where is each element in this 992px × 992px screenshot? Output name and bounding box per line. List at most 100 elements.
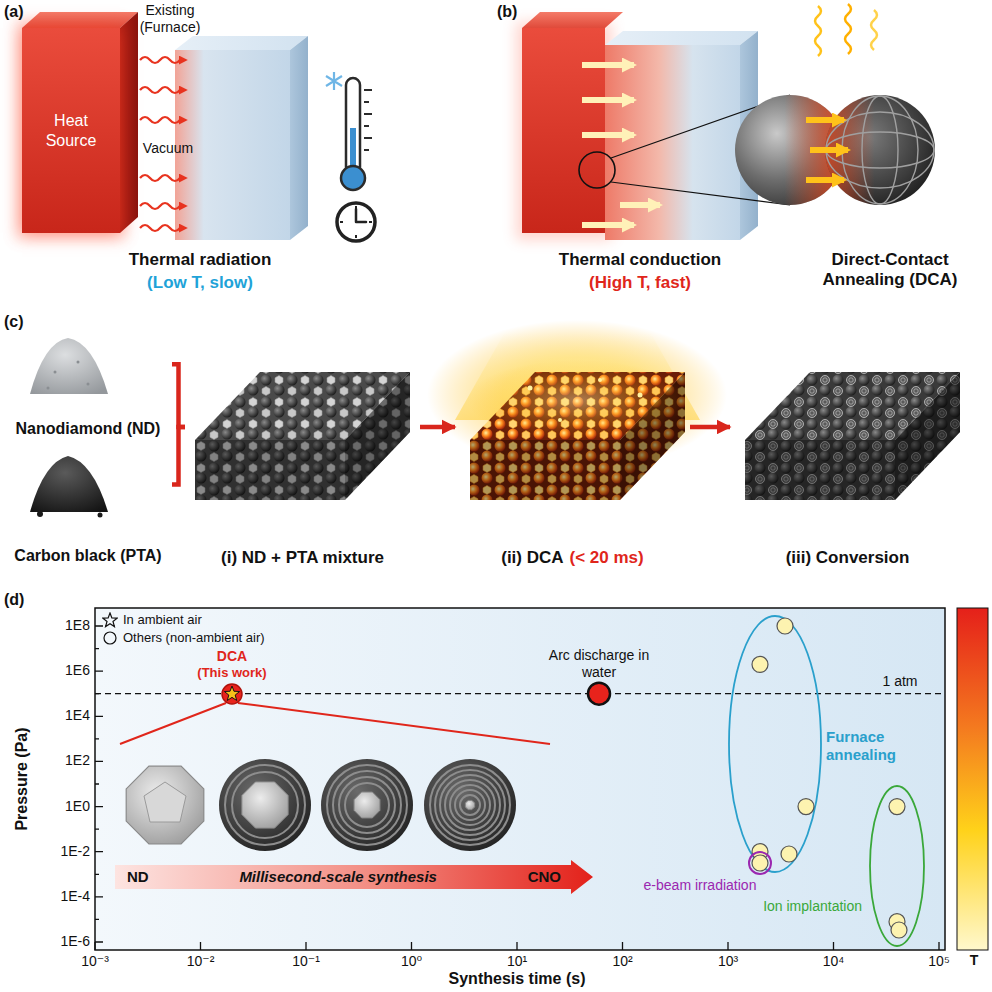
point-label: Arc discharge in water	[539, 647, 659, 681]
process-stage: (ii) DCA(< 20 ms)	[455, 350, 690, 568]
converted-slab	[745, 440, 895, 500]
data-point	[891, 922, 907, 938]
heating-slab	[528, 386, 533, 391]
heating-slab	[470, 440, 620, 500]
connector-group	[172, 364, 730, 484]
data-point	[752, 656, 768, 672]
powder-pile	[77, 361, 80, 364]
conversion-inset	[430, 765, 510, 845]
heat-source-block	[16, 12, 138, 240]
conduction-arrow	[582, 97, 634, 103]
energy-arrow	[806, 117, 844, 123]
radiation-wave	[140, 87, 186, 93]
data-point	[752, 618, 907, 938]
ebeam-ring	[749, 852, 771, 874]
legend-entry: In ambient air	[102, 611, 265, 629]
legend-entry: Others (non-ambient air)	[102, 629, 265, 647]
mixture-slab	[195, 440, 345, 500]
converted-slab	[745, 372, 960, 500]
clock-icon	[356, 209, 366, 222]
reference-label: 1 atm	[882, 673, 917, 690]
tick-label: 10²	[612, 953, 632, 970]
method-region	[729, 616, 821, 872]
tick-label: 1E-2	[60, 843, 90, 860]
panel-subtitle: (High T, fast)	[589, 273, 691, 293]
method-region	[870, 786, 924, 946]
tick-label: 1E0	[65, 798, 90, 815]
plot-frame	[95, 942, 939, 950]
conversion-inset	[219, 759, 311, 851]
conversion-inset	[321, 759, 413, 851]
colorbar-label: T	[970, 952, 979, 969]
panel-letter: (d)	[4, 590, 24, 609]
conduction-arrow	[582, 62, 634, 68]
clock-icon	[340, 206, 372, 238]
legend-sample	[102, 630, 118, 646]
magnifier	[579, 152, 615, 188]
annotation: Existing (Furnace)	[120, 2, 220, 36]
thermometer-icon	[364, 90, 372, 150]
mixture-slab	[345, 372, 410, 500]
heating-slab	[598, 378, 602, 382]
powder-stage: Carbon black (PTA)	[4, 445, 172, 565]
radiation-wave	[140, 175, 186, 181]
connector	[172, 364, 185, 427]
powder-pile	[30, 456, 108, 512]
photon-squiggle	[845, 4, 851, 54]
legend-text: Others (non-ambient air)	[123, 630, 265, 646]
conversion-inset	[144, 782, 186, 822]
stage-caption: Carbon black (PTA)	[14, 546, 161, 565]
conversion-inset	[126, 766, 204, 844]
contact-block	[605, 45, 740, 240]
powder-stage: Nanodiamond (ND)	[4, 328, 172, 438]
legend: In ambient airOthers (non-ambient air)	[102, 611, 265, 647]
conversion-inset	[455, 790, 485, 820]
stage-caption: (< 20 ms)	[570, 548, 644, 568]
conversion-inset	[327, 765, 407, 845]
thermometer-icon	[346, 78, 360, 174]
dca-point	[120, 684, 550, 744]
mixture-slab	[345, 372, 410, 500]
panel-subtitle: (Low T, slow)	[147, 273, 253, 293]
heat-source-block	[516, 22, 612, 240]
panel-title: Direct-Contact Annealing (DCA)	[800, 250, 980, 291]
arc-point	[588, 683, 610, 705]
conversion-inset	[333, 771, 401, 839]
conversion-inset	[339, 777, 395, 833]
connector	[172, 427, 185, 485]
arrow-label: Millisecond-scale synthesis	[239, 868, 437, 886]
panel-title: Thermal radiation	[129, 250, 272, 270]
conversion-inset	[354, 792, 380, 818]
converted-slab	[895, 372, 960, 500]
star-symbol	[103, 613, 117, 627]
converted-slab	[745, 440, 895, 500]
data-point	[777, 618, 793, 634]
caption-row: (ii) DCA(< 20 ms)	[501, 548, 644, 568]
legend-text: In ambient air	[123, 612, 202, 628]
conduction-arrow	[620, 202, 660, 208]
tick-label: 10⁻³	[81, 953, 109, 970]
caption-row: (i) ND + PTA mixture	[221, 548, 384, 568]
conversion-inset	[327, 765, 407, 845]
powder-pile	[87, 383, 90, 386]
cold-block	[175, 36, 308, 50]
circle-symbol	[104, 632, 116, 644]
dca-point	[224, 686, 239, 700]
heat-source-box: Heat Source	[22, 28, 120, 233]
conversion-inset	[440, 775, 500, 835]
plot-frame	[95, 626, 103, 942]
tick-label: 10⁰	[401, 953, 422, 970]
converted-slab	[895, 372, 960, 500]
powder-pile	[30, 338, 108, 394]
heating-slab	[467, 360, 687, 440]
box-label: Heat Source	[36, 111, 106, 149]
process-stage: (i) ND + PTA mixture	[185, 350, 420, 568]
tick-label: 10⁻²	[187, 953, 215, 970]
energy-arrow	[806, 177, 844, 183]
tick-label: 1E8	[65, 617, 90, 634]
heating-slab	[638, 393, 643, 398]
energy-arrow	[806, 120, 848, 180]
connector	[420, 425, 455, 430]
conversion-inset	[435, 770, 505, 840]
